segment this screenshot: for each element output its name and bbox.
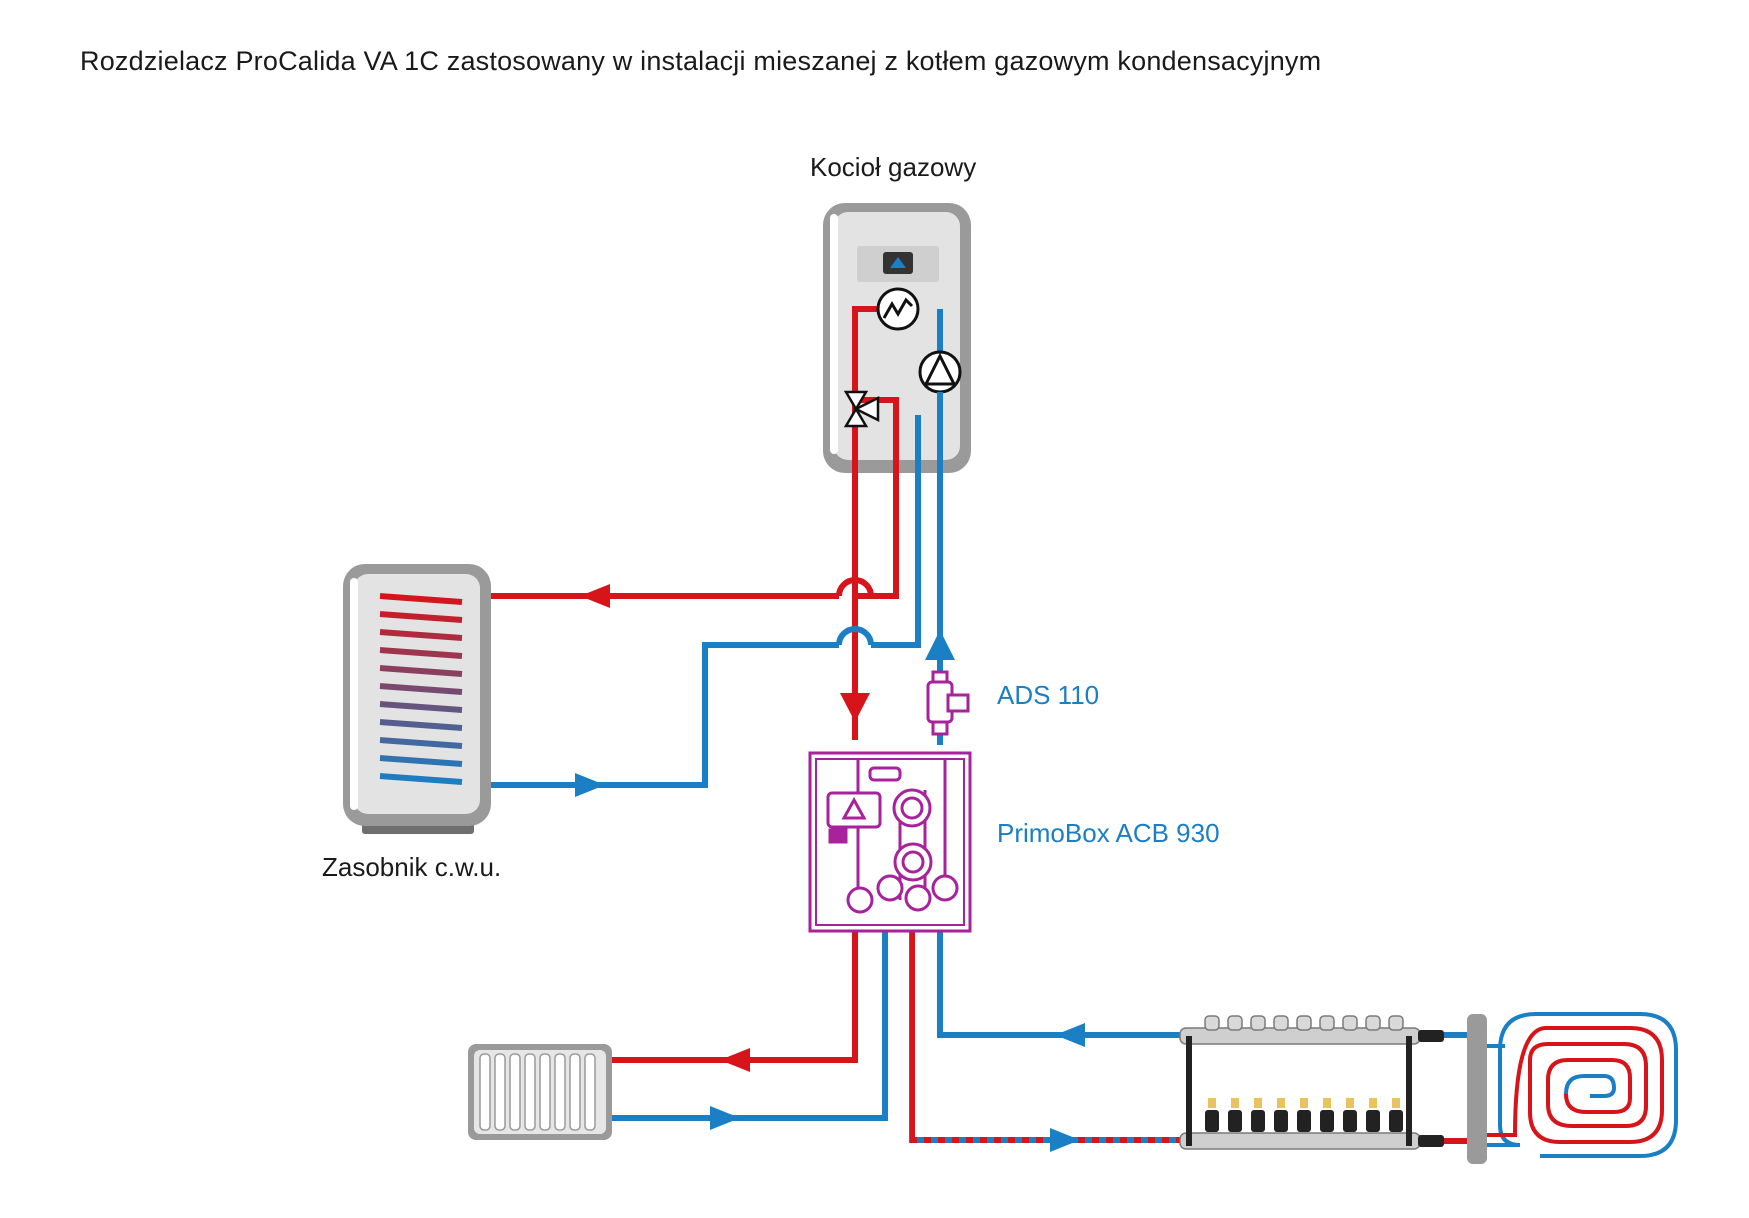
floor-heating-loop-icon (1467, 1012, 1678, 1164)
three-way-valve-icon (843, 390, 880, 428)
diagram-title: Rozdzielacz ProCalida VA 1C zastosowany … (80, 46, 1322, 76)
hot-water-tank (343, 564, 491, 834)
tank-label: Zasobnik c.w.u. (322, 852, 502, 882)
heat-exchanger-icon (876, 287, 920, 331)
radiator-icon (468, 1044, 612, 1140)
gas-boiler (823, 203, 971, 599)
flow-arrow-icon (575, 584, 1085, 1152)
manifold-icon (1179, 1015, 1444, 1150)
dirt-separator-icon (926, 670, 970, 736)
primobox-unit (808, 751, 972, 933)
primobox-label: PrimoBox ACB 930 (997, 818, 1220, 848)
mixed-supply-pipe (909, 930, 1185, 1143)
pump-icon (918, 350, 962, 394)
flame-icon (890, 257, 906, 268)
boiler-label: Kocioł gazowy (810, 152, 977, 182)
ads-label: ADS 110 (997, 680, 1100, 710)
